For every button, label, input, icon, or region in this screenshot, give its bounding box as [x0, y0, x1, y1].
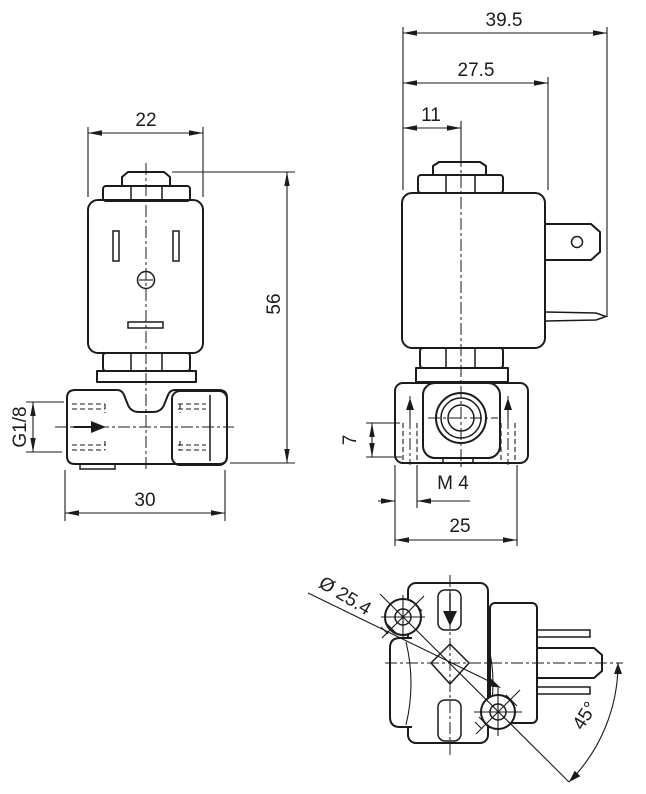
collar [96, 370, 197, 383]
dim-mount-hole-depth: 7 [340, 422, 402, 458]
dim-label: 7 [340, 435, 361, 446]
dim-mount-spacing: 25 [395, 465, 518, 546]
thread-depth-arrow [504, 398, 512, 410]
connector-blade [545, 311, 609, 322]
collar-side [415, 367, 509, 383]
dim-label: 27.5 [458, 60, 495, 81]
blade-bottom [536, 686, 591, 695]
dim-side-axis-offset: 11 [403, 105, 462, 160]
dim-label: 25 [449, 516, 470, 537]
dim-mount-thread: M 4 [378, 465, 470, 546]
dim-label: 39.5 [486, 10, 523, 31]
blade-top [536, 629, 591, 638]
armature-cap [121, 171, 171, 187]
connector-hole [570, 235, 584, 249]
dim-port-thread: G1/8 [10, 401, 64, 453]
armature-cap-side [432, 161, 487, 176]
port-mid [440, 397, 482, 439]
valve-body-front [66, 389, 228, 465]
coil-slot-left [112, 230, 120, 262]
m4-hole-right [500, 396, 516, 465]
left-port-thread [72, 403, 106, 451]
side-view: 39.5 27.5 11 7 M 4 [340, 10, 609, 546]
top-view: Ø 25.4 45° [307, 573, 623, 783]
left-lens-arc [405, 641, 412, 726]
dim-label: G1/8 [10, 406, 31, 447]
coil-center-hole [136, 270, 156, 290]
dim-label: M 4 [437, 473, 469, 494]
dim-front-height: 56 [172, 171, 295, 464]
dim-front-base-width: 30 [64, 470, 226, 521]
dim-side-body-depth: 27.5 [403, 60, 549, 190]
dim-label: 30 [134, 490, 155, 511]
dim-label: 56 [264, 293, 285, 314]
key-slot-bottom [437, 699, 462, 742]
dim-label: 11 [421, 105, 441, 126]
dim-connector-angle: 45° [568, 662, 622, 783]
port-boss-top [389, 637, 412, 728]
dim-front-width: 22 [87, 110, 204, 197]
dim-label: Ø 25.4 [315, 573, 375, 621]
right-port-thread [178, 403, 206, 451]
coil-body-side [401, 192, 546, 349]
thread-depth-arrow [406, 398, 414, 410]
port-outer [435, 392, 487, 444]
dim-side-total-depth: 39.5 [402, 10, 608, 317]
port-bore [447, 404, 475, 432]
right-port-boss [171, 390, 228, 466]
mount-tab-side [442, 457, 474, 464]
front-view: 22 56 30 G1/8 [10, 110, 295, 521]
dim-label: 22 [135, 110, 156, 131]
m4-hole-left [402, 396, 418, 465]
mount-tab-front [79, 463, 116, 470]
spade-connector [544, 223, 601, 261]
flow-direction-arrow [73, 421, 106, 433]
coil-slot-right [172, 230, 180, 262]
boss-axis-line [379, 593, 570, 783]
dim-label: 45° [569, 698, 602, 733]
coil-label-slot [127, 321, 164, 329]
